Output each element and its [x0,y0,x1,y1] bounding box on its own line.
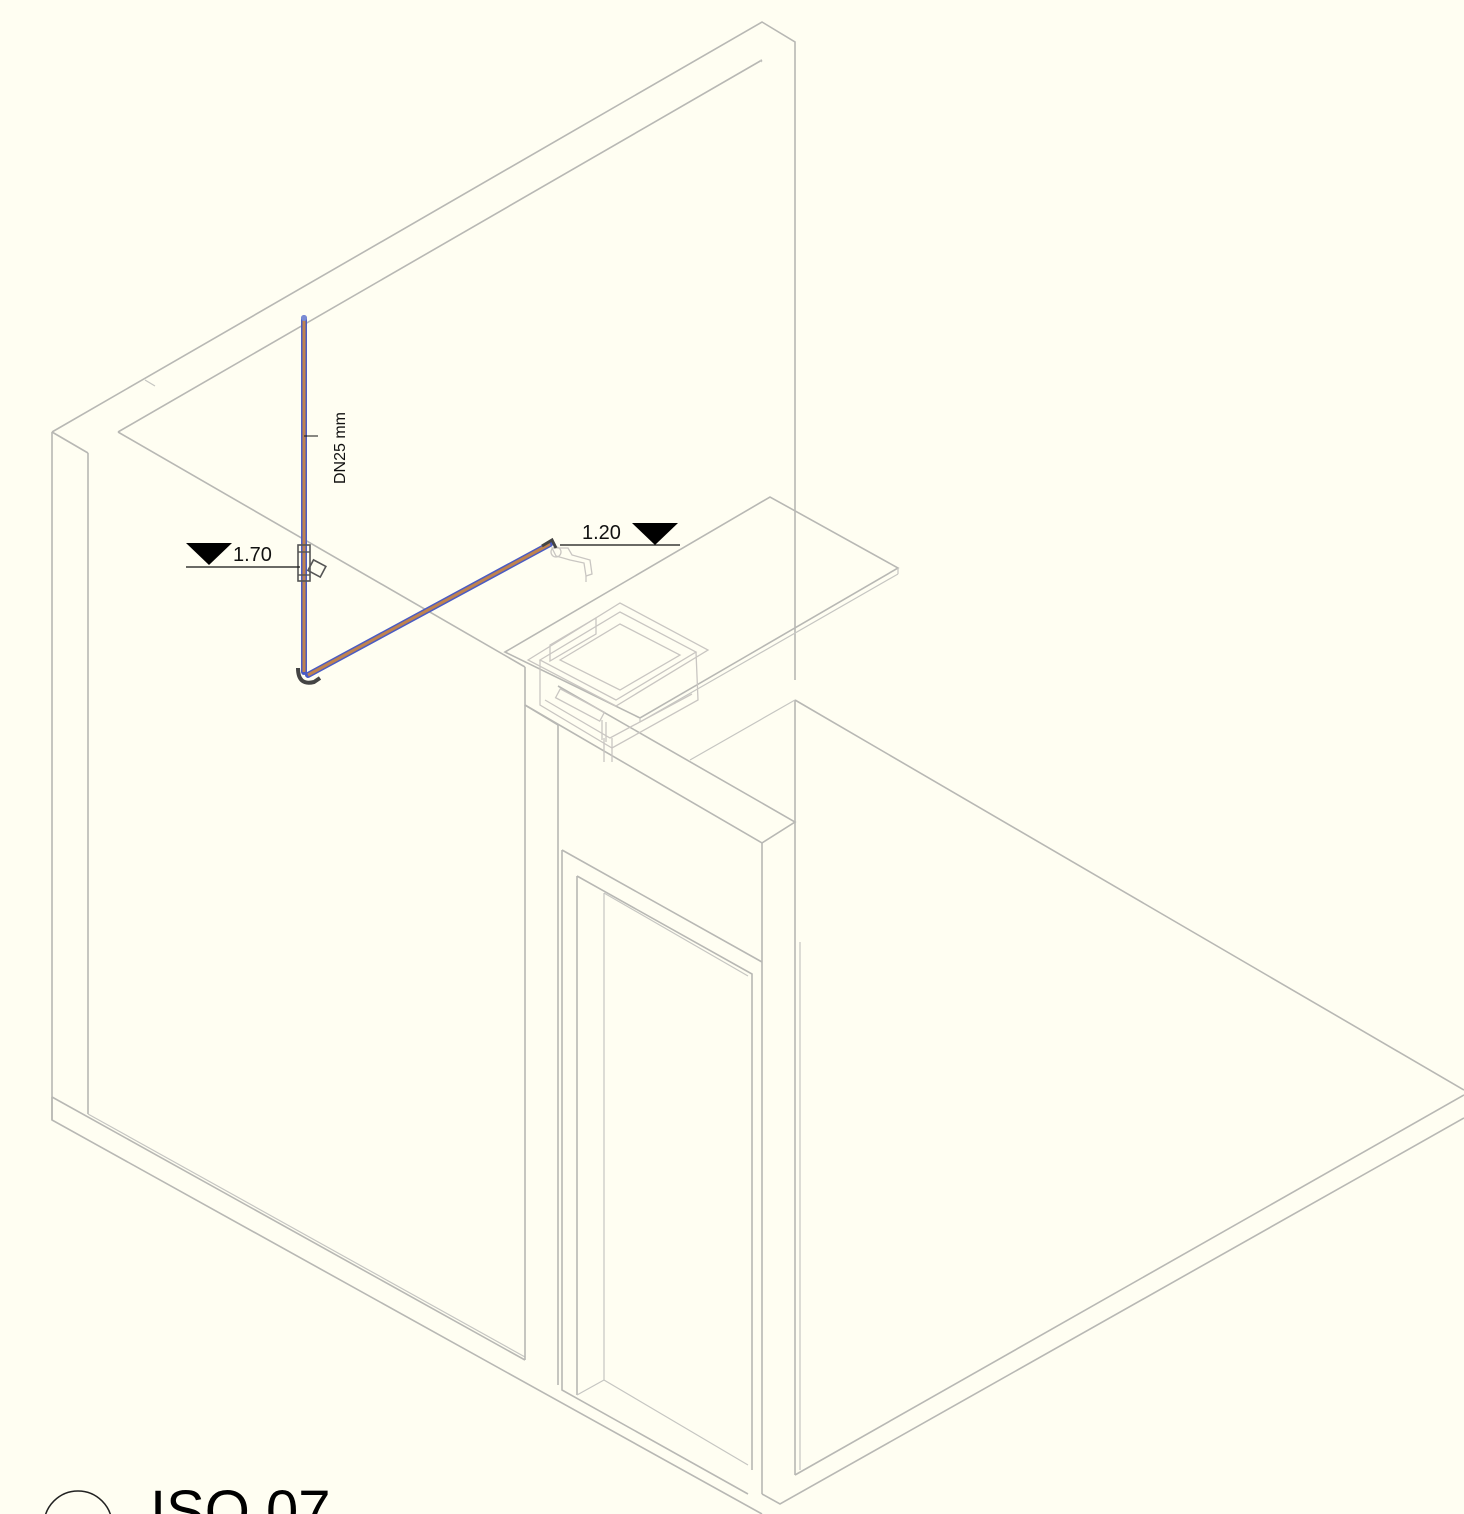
back-wall [51,21,796,1514]
water-pipe [296,315,558,685]
elbow-fitting-icon [296,667,322,685]
level-marker-right: 1.20 [560,522,680,546]
countertop [503,496,900,723]
level-marker-left: 1.70 [186,543,300,568]
view-title: ISO 07 [45,1479,331,1514]
floor-right [689,699,1464,1505]
faucet-icon [550,546,593,582]
level-marker-icon [186,543,232,565]
level-right-text: 1.20 [582,522,621,544]
level-left-text: 1.70 [233,544,272,566]
view-title-text: ISO 07 [150,1479,331,1514]
tee-fitting-icon [297,544,327,582]
front-partition-wall [524,667,801,1495]
pipe-size-label: DN25 mm [304,412,349,484]
level-marker-icon [632,523,678,545]
pipe-size-text: DN25 mm [332,412,349,484]
sink-icon [526,602,710,762]
title-bubble-icon [45,1490,111,1514]
